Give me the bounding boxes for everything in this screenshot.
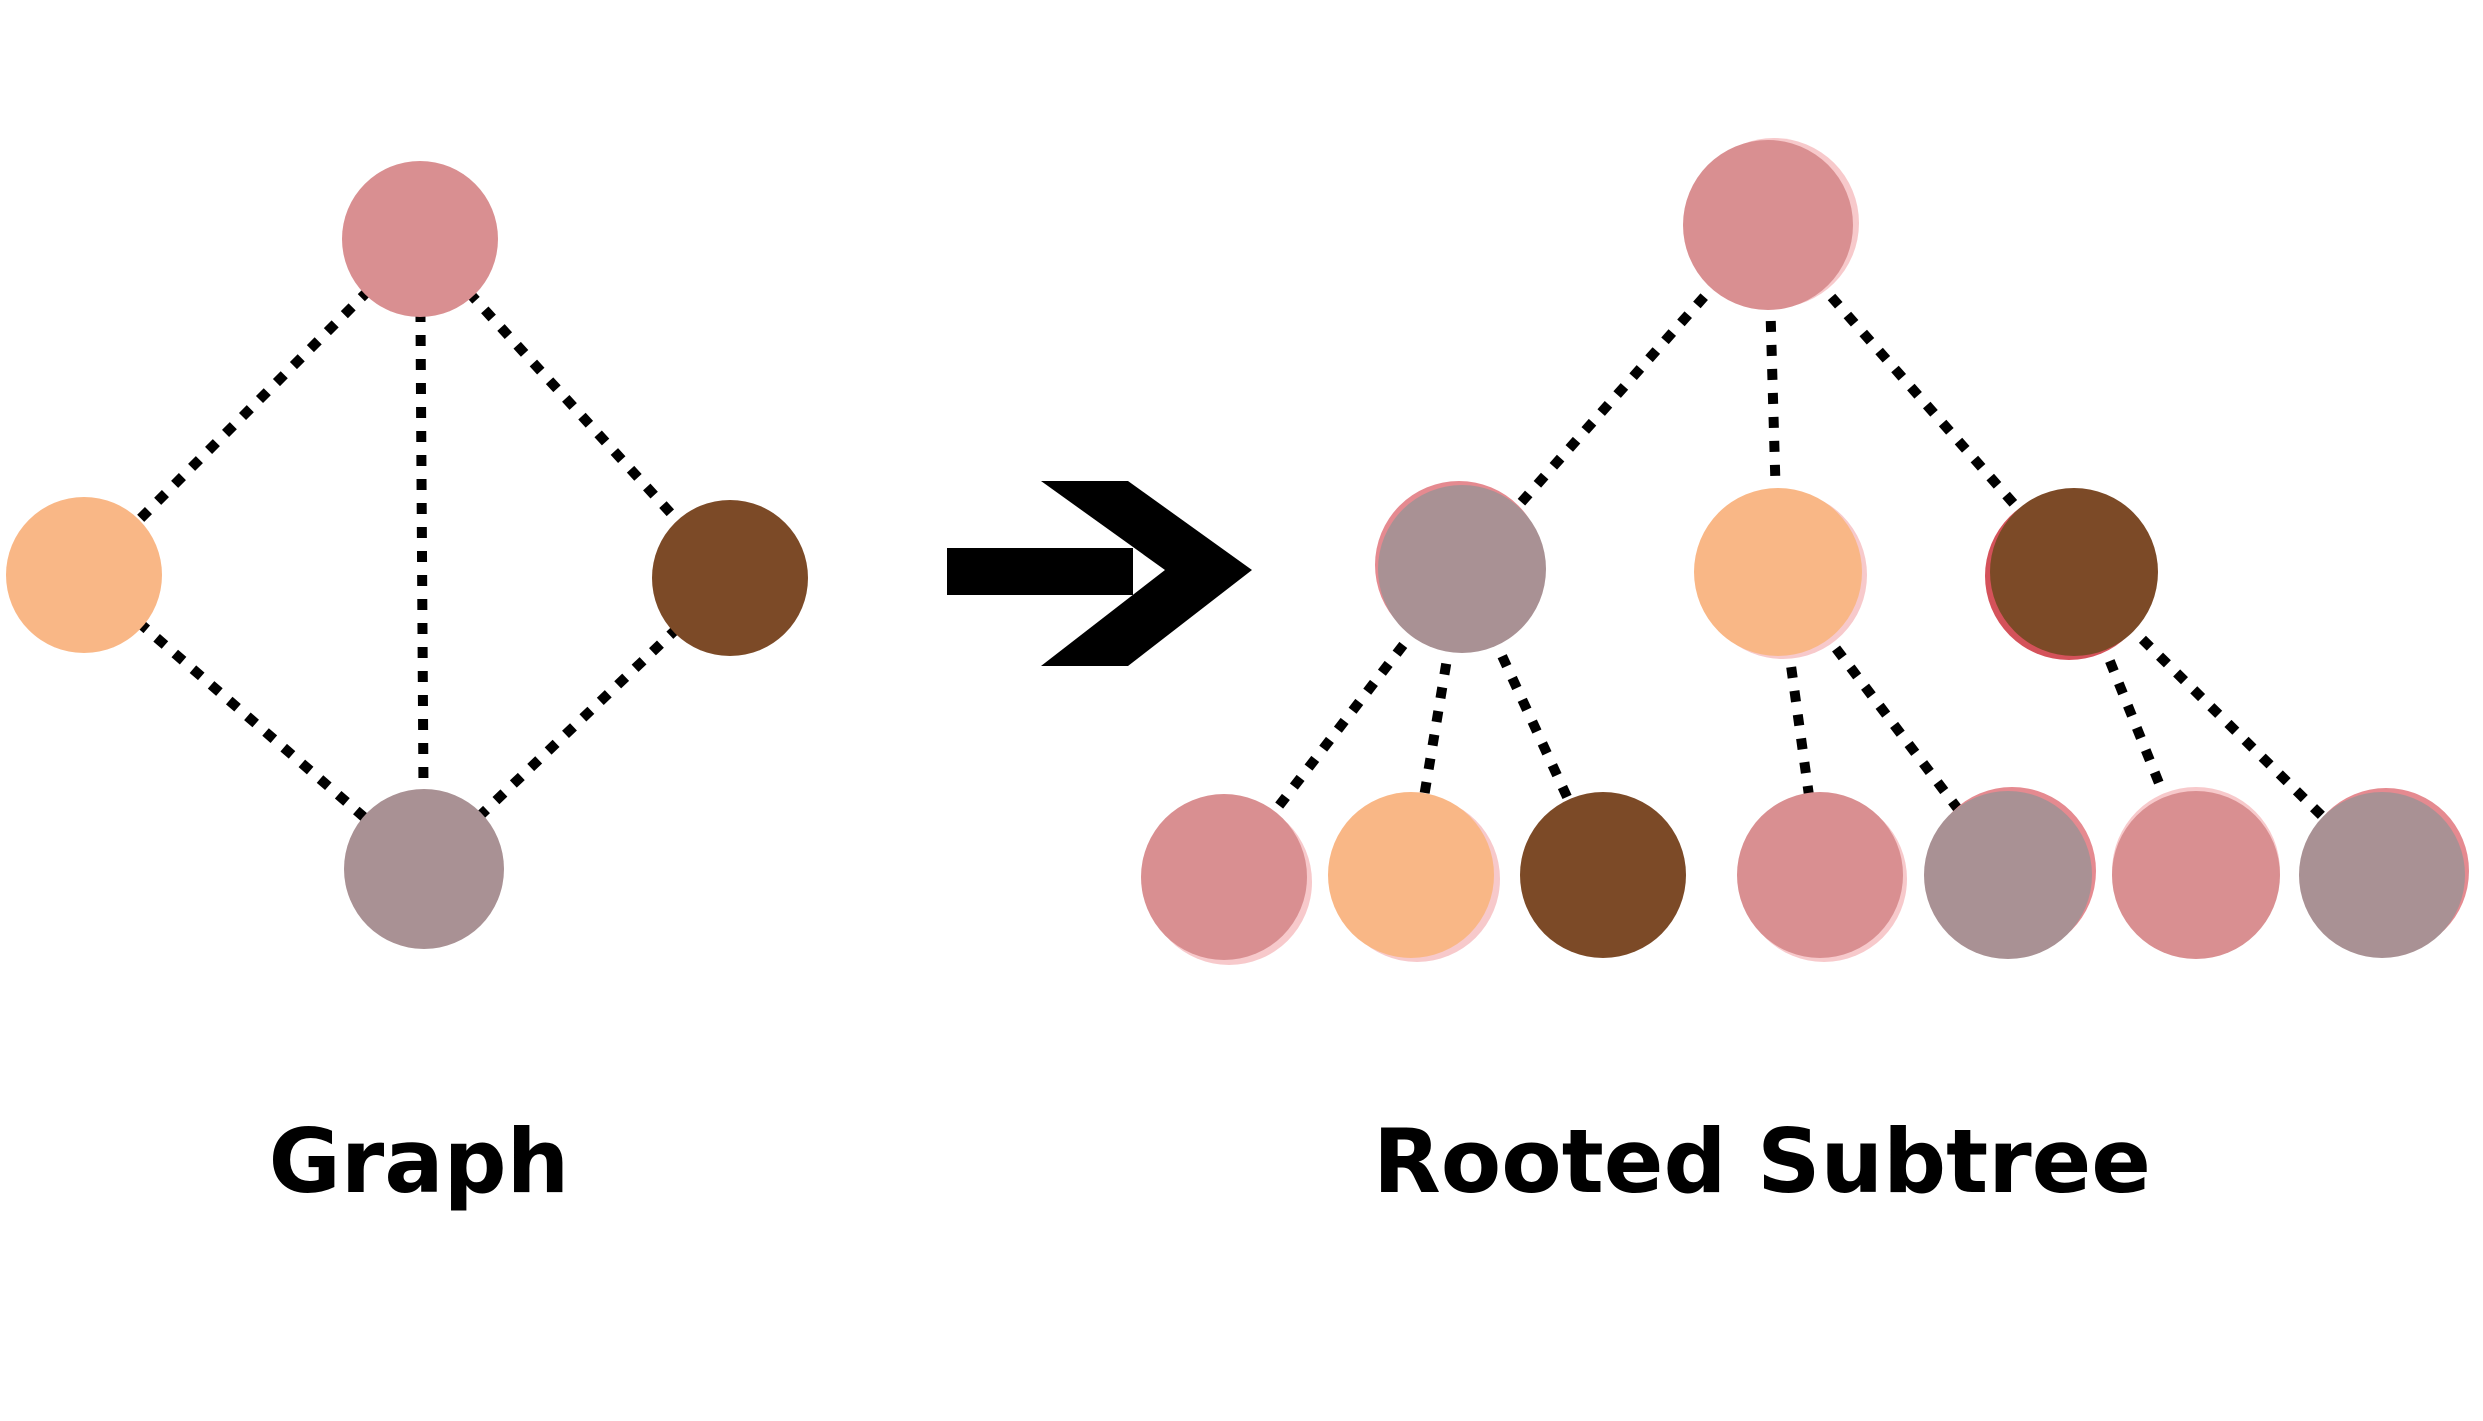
tree-node-orange-c2 bbox=[1694, 488, 1862, 656]
graph-label: Graph bbox=[268, 1110, 570, 1213]
rooted-subtree-label: Rooted Subtree bbox=[1373, 1110, 2151, 1213]
tree-node-pink-l1 bbox=[1141, 794, 1307, 960]
tree-node-brown-c3 bbox=[1990, 488, 2158, 656]
tree-node-pink-root bbox=[1683, 140, 1853, 310]
graph-node-brown-right bbox=[652, 500, 808, 656]
tree-node-orange-l2 bbox=[1328, 792, 1494, 958]
graph-node-mauve-bottom bbox=[344, 789, 504, 949]
tree-node-brown-l3 bbox=[1520, 792, 1686, 958]
tree-node-mauve-c1 bbox=[1378, 485, 1546, 653]
tree-node-mauve-l5 bbox=[1924, 791, 2092, 959]
tree-node-pink-l4 bbox=[1737, 792, 1903, 958]
tree-node-pink-l6 bbox=[2112, 791, 2280, 959]
graph-node-orange-left bbox=[6, 497, 162, 653]
tree-node-mauve-l7 bbox=[2299, 792, 2465, 958]
graph-node-pink-top bbox=[342, 161, 498, 317]
